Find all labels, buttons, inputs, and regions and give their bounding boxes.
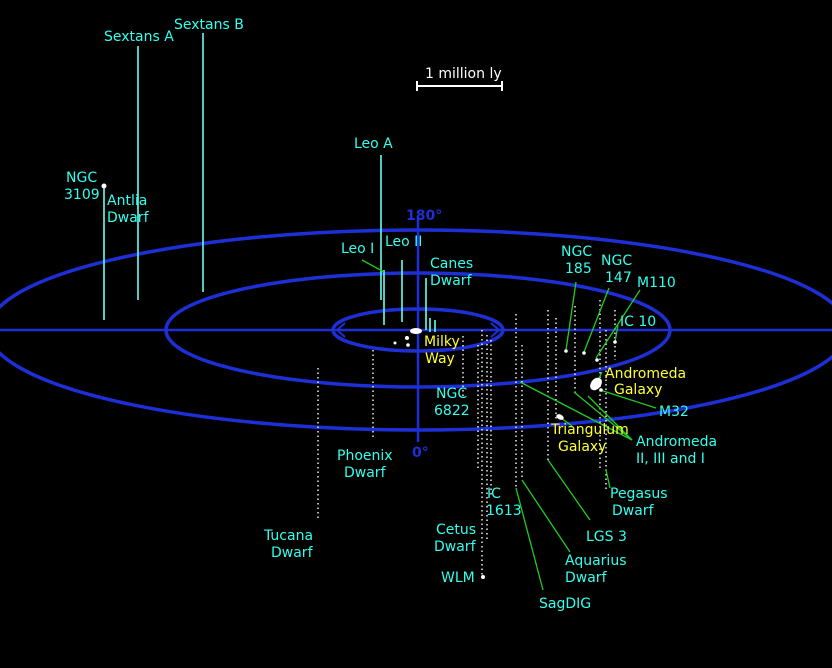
label-phoenix-2: Dwarf (344, 465, 387, 481)
marker-milky-sat-1 (405, 336, 409, 340)
labels-cyan: Sextans A Sextans B NGC 3109 Antlia Dwar… (64, 17, 717, 612)
leader-andromeda-sat-1 (519, 381, 633, 441)
angle-0-label: 0° (412, 445, 429, 461)
leader-pegasus (605, 469, 611, 489)
label-lgs3: LGS 3 (586, 529, 627, 545)
leader-ngc147 (583, 287, 610, 353)
marker-milky-sat-3 (393, 341, 397, 345)
label-sagdig: SagDIG (539, 596, 591, 612)
scale-bar: 1 million ly (416, 66, 503, 91)
marker-ngc147 (582, 351, 586, 355)
arrow-left-icon (335, 322, 346, 338)
label-phoenix-1: Phoenix (337, 448, 393, 464)
label-sextans-a: Sextans A (104, 29, 174, 45)
marker-m32 (599, 388, 603, 392)
label-milky-1: Milky (424, 334, 460, 350)
label-m110: M110 (637, 275, 676, 291)
solid-stems (103, 33, 436, 332)
label-ngc6822-2: 6822 (434, 403, 470, 419)
label-andromeda-2: Galaxy (614, 382, 662, 398)
label-ngc185-2: 185 (565, 261, 592, 277)
leader-leo-i (361, 259, 385, 273)
label-canes-2: Dwarf (430, 273, 473, 289)
label-tucana-2: Dwarf (271, 545, 314, 561)
marker-milky-sat-2 (406, 343, 410, 347)
leader-ngc185 (565, 281, 577, 351)
marker-wlm (481, 575, 485, 579)
leader-andromeda-sat-2 (573, 391, 633, 441)
label-canes-1: Canes (430, 256, 473, 272)
angle-180-label: 180° (406, 208, 442, 224)
leader-lines (361, 259, 657, 591)
label-ngc6822-1: NGC (436, 386, 467, 402)
label-cetus-2: Dwarf (434, 539, 477, 555)
axis-arrows (335, 322, 501, 338)
arrow-right-icon (490, 322, 501, 338)
label-milky-2: Way (425, 351, 455, 367)
label-leo-ii: Leo II (385, 234, 422, 250)
label-triangulum-1: Triangulum (550, 422, 629, 438)
label-leo-i: Leo I (341, 241, 374, 257)
leader-lgs3 (547, 459, 591, 521)
leader-aquarius (521, 479, 571, 553)
label-ic1613-2: 1613 (486, 503, 522, 519)
marker-ngc185 (564, 349, 568, 353)
labels-yellow: Milky Way Andromeda Galaxy Triangulum Ga… (424, 334, 686, 455)
label-triangulum-2: Galaxy (558, 439, 606, 455)
label-ic10: IC 10 (620, 314, 656, 330)
label-pegasus-2: Dwarf (612, 503, 655, 519)
leader-m32 (599, 389, 657, 409)
label-wlm: WLM (441, 570, 475, 586)
label-ic1613-1: IC (487, 486, 501, 502)
label-andromeda-1: Andromeda (605, 366, 686, 382)
label-ngc3109-2: 3109 (64, 187, 100, 203)
label-leo-a: Leo A (354, 136, 393, 152)
label-pegasus-1: Pegasus (610, 486, 667, 502)
leader-m110 (595, 289, 641, 359)
marker-milky-way (410, 328, 422, 334)
label-ngc185-1: NGC (561, 244, 592, 260)
label-antlia-2: Dwarf (107, 210, 150, 226)
marker-triangulum (556, 414, 564, 420)
leader-sagdig (515, 487, 544, 591)
label-cetus-1: Cetus (436, 522, 476, 538)
label-ngc147-1: NGC (601, 253, 632, 269)
label-andromeda-sat-2: II, III and I (636, 451, 705, 467)
leader-andromeda-sat-3 (587, 395, 633, 441)
label-sextans-b: Sextans B (174, 17, 244, 33)
label-ngc3109-1: NGC (66, 170, 97, 186)
marker-ngc3109 (101, 183, 107, 189)
marker-m110 (595, 358, 599, 362)
label-aquarius-2: Dwarf (565, 570, 608, 586)
label-m32: M32 (659, 404, 689, 420)
leader-ic10 (614, 324, 619, 343)
label-tucana-1: Tucana (263, 528, 313, 544)
label-ngc147-2: 147 (605, 270, 632, 286)
dotted-stems (317, 300, 616, 575)
label-antlia-1: Antlia (107, 193, 147, 209)
label-aquarius-1: Aquarius (565, 553, 626, 569)
label-andromeda-sat-1: Andromeda (636, 434, 717, 450)
marker-ic10 (613, 340, 617, 344)
galaxy-markers (101, 183, 617, 579)
marker-andromeda (590, 377, 602, 391)
scale-bar-label: 1 million ly (425, 66, 502, 82)
